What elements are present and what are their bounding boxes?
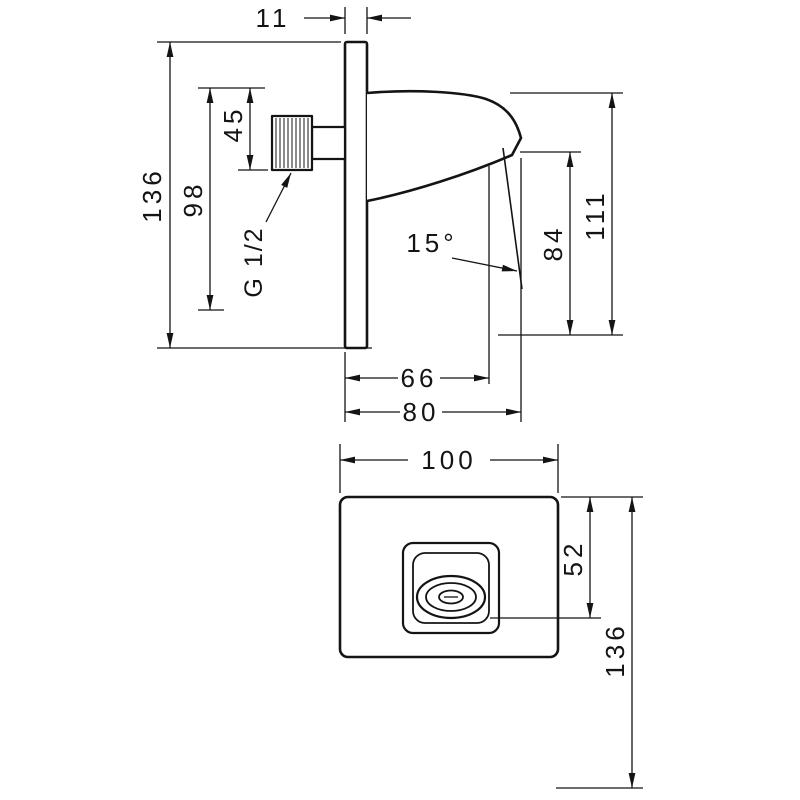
dim-label-45: 45 [218,106,248,143]
thread-hatching [275,118,309,168]
front-view: 100 52 136 [338,444,643,789]
dim-total-reach-80: 80 [345,158,522,427]
spout-body [366,89,523,203]
thread-label: G 1/2 [240,226,268,297]
dim-label-52: 52 [558,540,588,577]
wall-plate-side [343,40,369,350]
dim-label-98: 98 [178,181,208,218]
spray-angle-label: 15° [406,228,518,272]
dim-height-total-front: 136 [556,497,643,789]
thread-size-label: G 1/2 [240,172,292,298]
dim-label-100: 100 [421,445,476,475]
dim-outlet-height-84: 84 [520,151,581,335]
leader-line [451,257,518,272]
angle-label: 15° [406,228,457,258]
dim-label-136-front: 136 [600,622,630,677]
spout-front [401,541,501,635]
dim-height-total-side: 136 [137,41,372,349]
dim-label-plate-thickness: 11 [256,3,291,33]
dim-height-45: 45 [218,88,268,171]
dim-label-84: 84 [538,225,568,262]
dim-height-98: 98 [178,87,265,311]
side-view: 11 136 98 45 G 1/2 1 [137,3,623,427]
dim-plate-thickness: 11 [256,3,411,34]
dim-outlet-reach-66: 66 [344,166,490,422]
thread-connector [270,114,347,172]
dim-spout-height-111: 111 [510,92,623,335]
dim-plate-width-100: 100 [339,444,559,493]
connector-neck [310,125,347,161]
dim-label-111: 111 [580,189,610,241]
dim-top-to-outlet-52: 52 [490,497,601,619]
dim-label-80: 80 [403,397,440,427]
dim-label-66: 66 [401,363,438,393]
leader-line [265,172,292,223]
dim-label-height-total: 136 [137,167,167,222]
water-stream-line [502,147,523,290]
